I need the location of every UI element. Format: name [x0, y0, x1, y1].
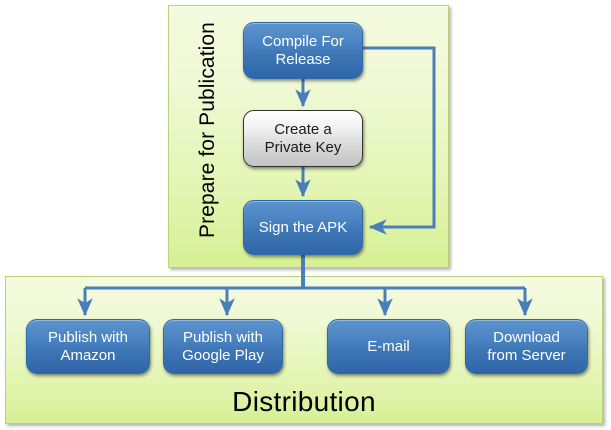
- group-label-prepare-for-publication: Prepare for Publication: [196, 22, 219, 238]
- node-sign-the-apk[interactable]: Sign the APK: [243, 200, 363, 255]
- node-label: E-mail: [367, 337, 410, 355]
- node-label: Sign the APK: [258, 218, 348, 236]
- group-label-distribution: Distribution: [232, 386, 376, 417]
- node-email[interactable]: E-mail: [327, 319, 450, 374]
